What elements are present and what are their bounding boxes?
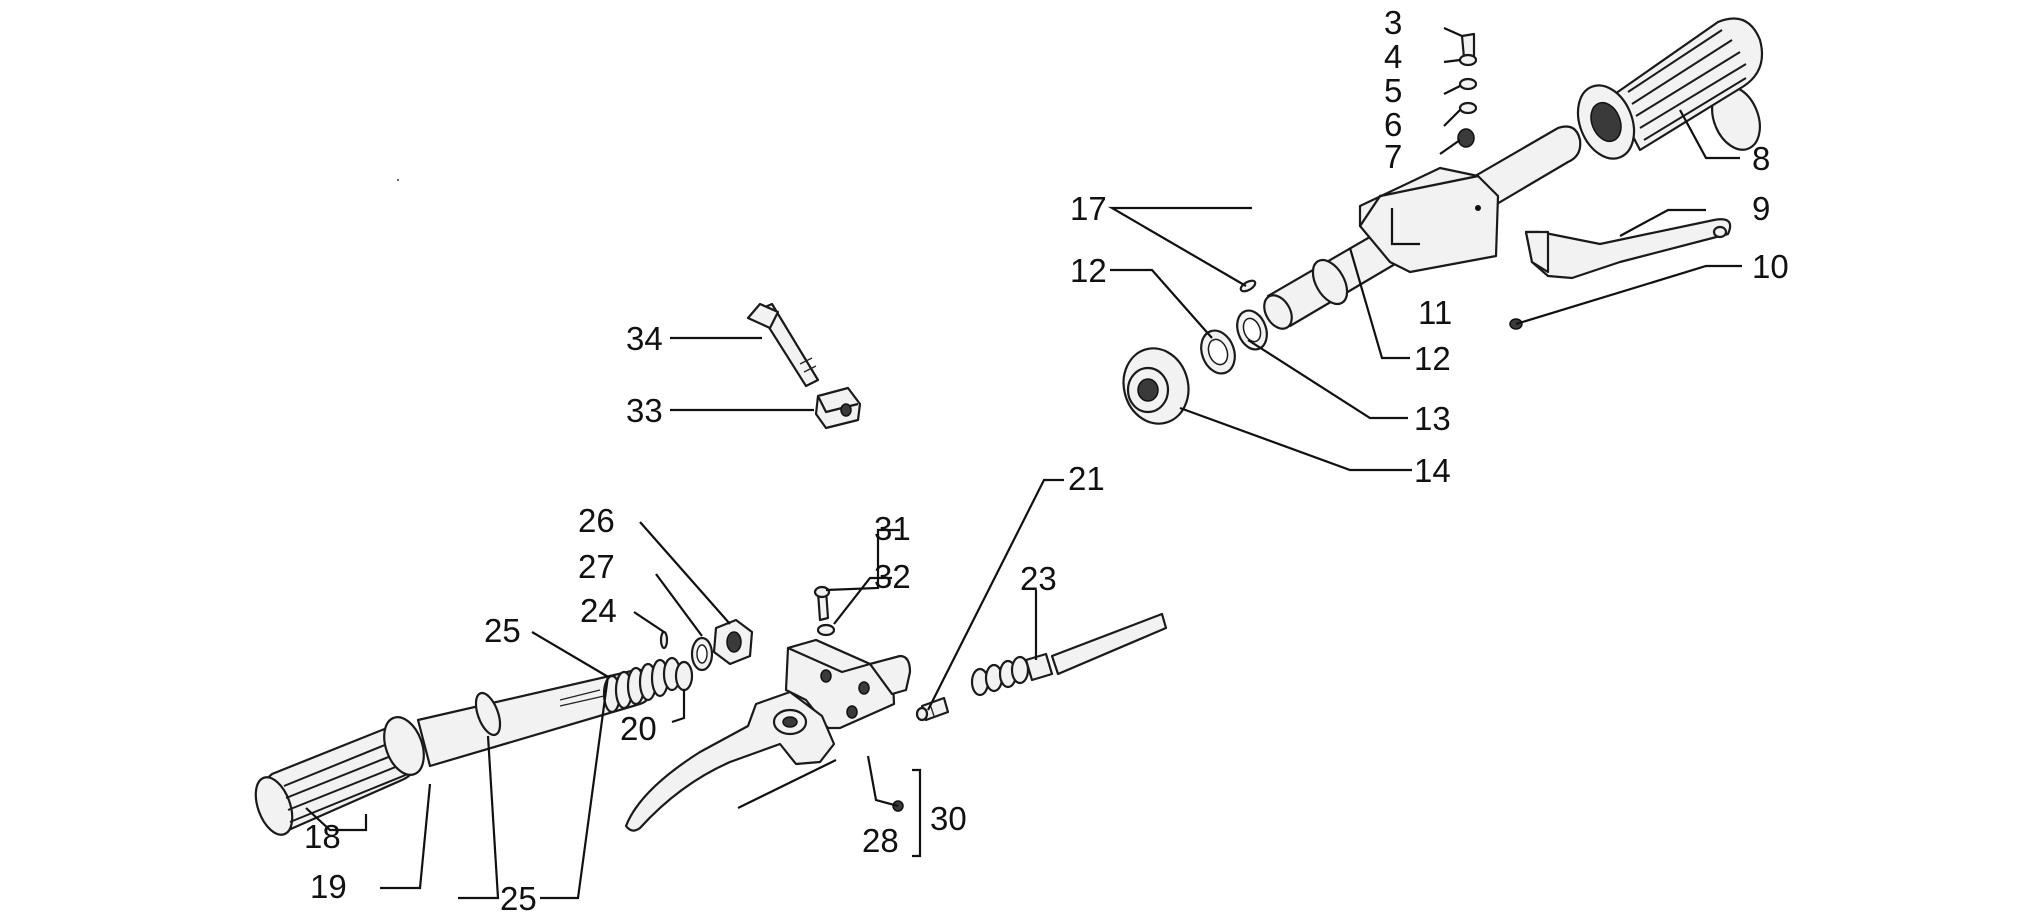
callout-23: 23 — [1020, 560, 1057, 597]
callout-4: 4 — [1384, 38, 1402, 75]
callout-32: 32 — [874, 558, 911, 595]
callout-12b: 12 — [1414, 340, 1451, 377]
callout-31: 31 — [874, 510, 911, 547]
throttle-housing-14 — [1122, 347, 1190, 425]
callout-33: 33 — [626, 392, 663, 429]
clamp-nut-33 — [814, 386, 862, 430]
callout-19: 19 — [310, 868, 347, 905]
cable-adjuster-23 — [970, 652, 1054, 697]
callout-3: 3 — [1384, 4, 1402, 41]
spring-25 — [602, 656, 682, 714]
rings-20-27 — [674, 636, 714, 692]
screw-and-washers-3-7 — [1457, 32, 1478, 148]
callout-30: 30 — [930, 800, 967, 837]
callout-21: 21 — [1068, 460, 1105, 497]
brake-cable — [1050, 612, 1168, 676]
handlebar-clamp-body — [1358, 166, 1500, 274]
callout-20: 20 — [620, 710, 657, 747]
callout-8: 8 — [1752, 140, 1770, 177]
clamp-bolt-34 — [746, 302, 820, 388]
brake-master-body — [784, 638, 912, 730]
callout-10: 10 — [1752, 248, 1789, 285]
pin-24 — [659, 630, 669, 650]
cable-end-21 — [915, 696, 950, 722]
screw-31-washer-32 — [813, 585, 836, 637]
callout-28: 28 — [862, 822, 899, 859]
callout-11: 11 — [1418, 294, 1452, 331]
right-lever-9 — [1524, 218, 1732, 280]
callout-25b: 25 — [500, 880, 537, 916]
callout-9: 9 — [1752, 190, 1770, 227]
callout-6: 6 — [1384, 106, 1402, 143]
callout-24: 24 — [580, 592, 617, 629]
callout-26: 26 — [578, 502, 615, 539]
callout-34: 34 — [626, 320, 663, 357]
callout-25a: 25 — [484, 612, 521, 649]
left-lever-28 — [624, 690, 836, 832]
callout-27: 27 — [578, 548, 615, 585]
adjuster-nut-26 — [712, 618, 754, 666]
callout-14: 14 — [1414, 452, 1451, 489]
pin-17 — [1239, 279, 1257, 293]
callout-5: 5 — [1384, 72, 1402, 109]
callout-17: 17 — [1070, 190, 1107, 227]
callout-13: 13 — [1414, 400, 1451, 437]
right-grip-part — [1576, 17, 1764, 160]
callout-labels: 3 4 5 6 7 8 9 10 11 12 12 13 14 17 18 19… — [304, 4, 1789, 916]
leader-lines — [305, 26, 1742, 900]
callout-18: 18 — [304, 818, 341, 855]
callout-12a: 12 — [1070, 252, 1107, 289]
callout-7: 7 — [1384, 138, 1402, 175]
rings-12-13 — [1200, 309, 1268, 375]
